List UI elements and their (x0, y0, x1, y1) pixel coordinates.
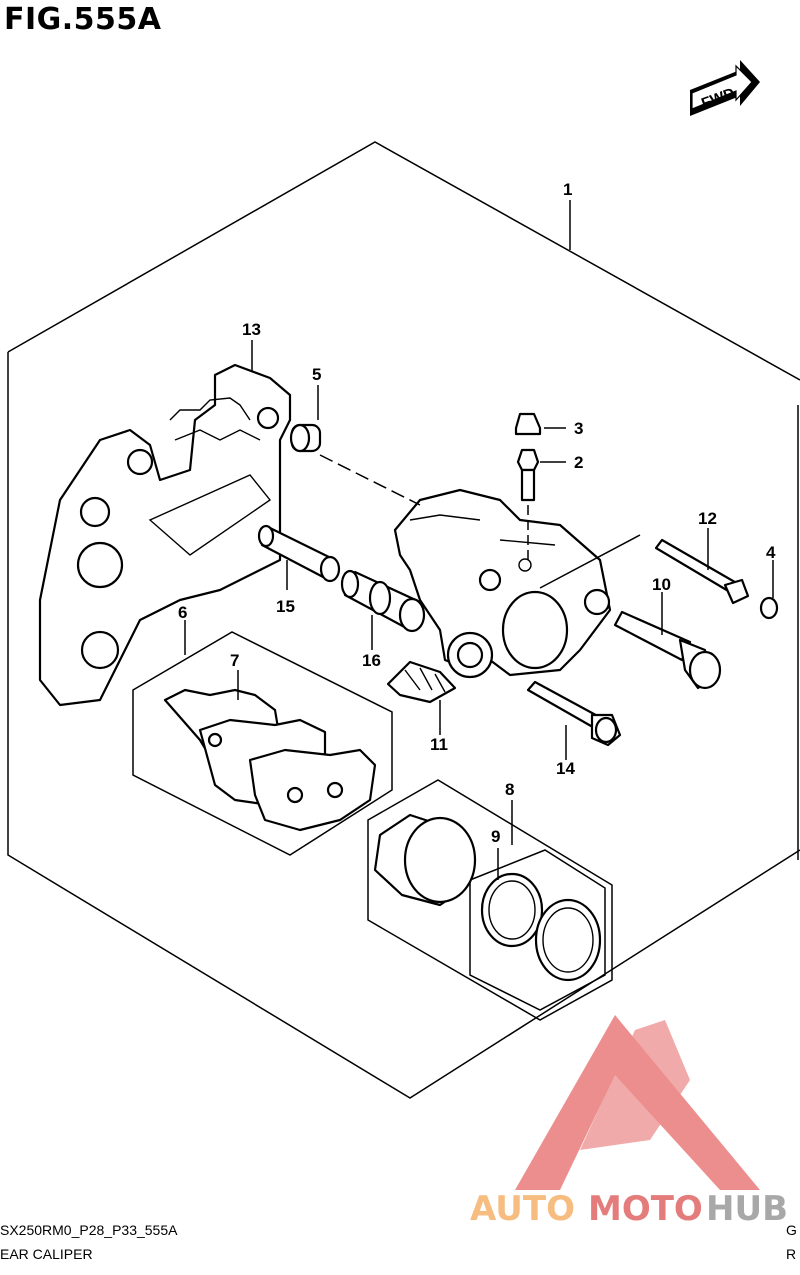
watermark-auto: AUTO (470, 1189, 575, 1229)
part-label-13: 13 (242, 320, 261, 339)
bracket-boot (289, 423, 322, 453)
bleeder-valve (516, 448, 540, 502)
caliper-bolt (526, 680, 622, 747)
footer-diagram-name: EAR CALIPER (0, 1246, 93, 1262)
brake-pads (163, 688, 377, 832)
part-label-8: 8 (505, 780, 514, 799)
part-label-2: 2 (574, 453, 583, 472)
caliper-body (393, 488, 612, 679)
pad-pin (654, 538, 750, 605)
slide-pin (613, 610, 722, 690)
watermark-moto: MOTO (588, 1189, 703, 1229)
part-label-15: 15 (276, 597, 295, 616)
caliper-bracket (38, 363, 292, 707)
part-label-12: 12 (698, 509, 717, 528)
caliper-piston (373, 813, 477, 907)
piston-kit-outline (367, 779, 613, 1021)
part-label-1: 1 (563, 180, 572, 199)
seal-kit-outline (469, 849, 606, 1011)
figure-title: FIG.555A (4, 2, 162, 37)
footer-diagram-code: SX250RM0_P28_P33_555A (0, 1222, 178, 1238)
pad-spring (386, 660, 457, 704)
pin-boot (340, 569, 426, 633)
pin-plug (759, 596, 779, 620)
pad-kit-outline (132, 631, 393, 856)
footer-name-right: R (786, 1246, 797, 1262)
forward-direction-arrow: FWD (690, 60, 760, 116)
part-label-9: 9 (491, 827, 500, 846)
piston-seals (480, 872, 602, 982)
part-label-6: 6 (178, 603, 187, 622)
part-label-7: 7 (230, 651, 239, 670)
part-label-14: 14 (556, 759, 575, 778)
part-label-11: 11 (430, 735, 448, 754)
leader-lines (184, 200, 774, 880)
watermark-hub: HUB (706, 1189, 788, 1229)
watermark-triangle-icon (515, 1015, 760, 1190)
kit-outline (7, 141, 800, 381)
part-label-4: 4 (766, 543, 776, 562)
part-label-5: 5 (312, 365, 321, 384)
footer-code-right: G (786, 1222, 797, 1238)
part-label-3: 3 (574, 419, 583, 438)
part-label-10: 10 (652, 575, 671, 594)
part-number-labels: 1 3 2 4 5 6 7 8 9 10 11 12 13 14 15 16 (178, 180, 776, 846)
slide-sleeve (257, 524, 341, 583)
part-label-16: 16 (362, 651, 381, 670)
automotohub-watermark: AUTO MOTO HUB (470, 1015, 788, 1229)
bleeder-cap (514, 412, 542, 436)
